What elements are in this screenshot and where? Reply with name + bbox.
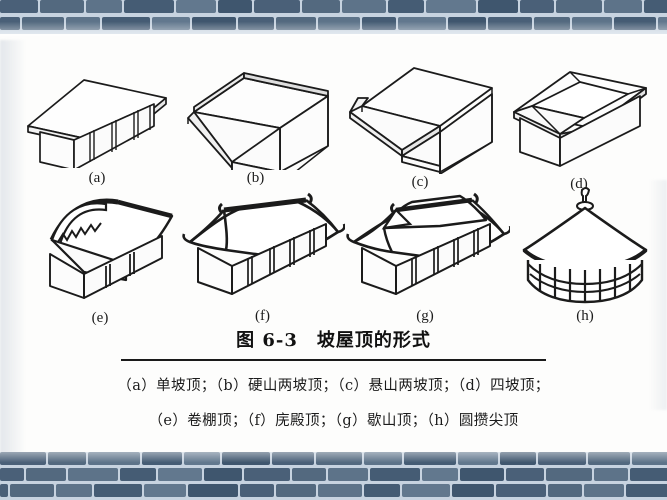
brick [548,484,582,497]
brick [144,484,186,497]
brick [48,452,86,465]
brick [402,484,450,497]
brick [630,468,667,481]
brick [142,452,182,465]
brick [506,468,544,481]
brick [184,452,220,465]
brick [500,452,536,465]
brick [272,452,314,465]
figure-f-wudian-roof: (f) [180,186,345,324]
figure-d-hip-roof: (d) [500,56,658,192]
brick [0,468,24,481]
brick [364,484,400,497]
brick [26,468,66,481]
caption-underline [121,359,546,361]
brick [452,484,494,497]
brick [10,484,54,497]
figure-e-rolled-ridge: (e) [22,188,178,326]
brick [584,484,624,497]
bottom-brick-border [0,452,667,500]
xieshan-roof-diagram [346,192,510,295]
brick [158,468,202,481]
brick [588,452,630,465]
brick [594,468,628,481]
round-pyramidal-roof-diagram [522,187,648,304]
figure-g-xieshan-roof: (g) [340,184,510,324]
figure-label-f: (f) [255,308,270,324]
figure-label-c: (c) [411,174,429,190]
brick [364,452,402,465]
brick [318,484,362,497]
figure-label-a: (a) [88,170,106,186]
brick [538,452,586,465]
brick [546,468,592,481]
figure-a-shed-roof: (a) [22,58,172,186]
brick [458,452,498,465]
shed-roof-diagram [27,79,167,168]
hip-roof-diagram [513,71,647,167]
figure-c-overhang-gable: (c) [340,54,500,190]
caption-line-2: （e）卷棚顶；（f）庑殿顶；（g）歇山顶；（h）圆攒尖顶 [148,413,519,429]
brick [404,452,456,465]
brick [88,452,140,465]
brick [68,468,118,481]
figure-label-h: (h) [576,308,594,324]
brick [626,484,667,497]
brick [370,468,420,481]
top-brick-border [0,0,667,36]
brick [276,484,316,497]
wudian-roof-diagram [182,192,345,295]
brick [0,484,8,497]
figure-caption: 图 6-3 坡屋顶的形式 （a）单坡顶；（b）硬山两坡顶；（c）悬山两坡顶；（d… [0,326,667,430]
rolled-ridge-roof-diagram [49,198,174,299]
brick [460,468,504,481]
figure-b-flush-gable: (b) [178,50,333,186]
brick [94,484,142,497]
brick [222,452,270,465]
brick [120,468,156,481]
scan-artifact-left [0,40,26,460]
figure-label-e: (e) [91,310,109,326]
figure-label-g: (g) [416,308,434,324]
caption-line-1: （a）单坡顶；（b）硬山两坡顶；（c）悬山两坡顶；（d）四坡顶； [117,378,550,394]
caption-title: 图 6-3 坡屋顶的形式 [236,330,431,351]
brick [496,484,546,497]
brick [328,468,368,481]
overhang-gable-roof-diagram [349,67,493,174]
scan-artifact-right [649,180,667,410]
brick [632,452,667,465]
figure-h-round-pyramidal: (h) [510,184,660,324]
figure-label-b: (b) [246,170,265,186]
figure-grid: (a) [0,36,667,326]
brick [188,484,238,497]
brick [56,484,92,497]
brick [292,468,326,481]
flush-gable-roof-diagram [187,72,329,170]
brick [240,484,274,497]
brick [422,468,458,481]
brick [204,468,242,481]
brick [0,452,46,465]
brick [316,452,362,465]
brick [244,468,290,481]
